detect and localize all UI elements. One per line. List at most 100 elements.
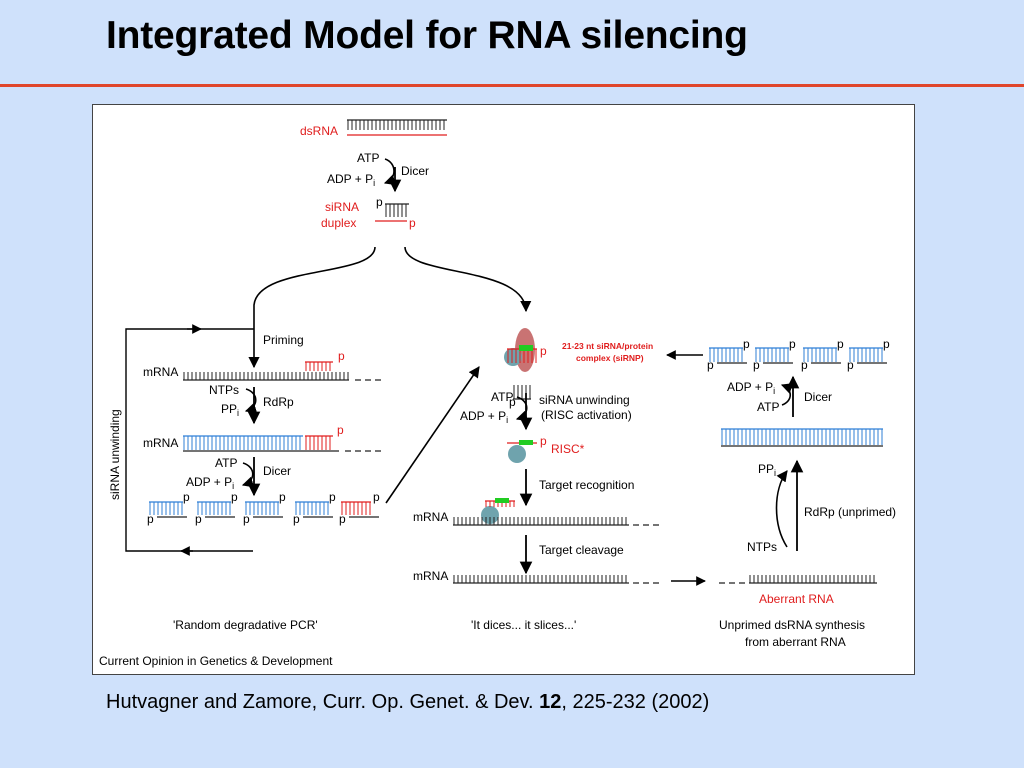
left-sirna-0-p-bottom: p xyxy=(147,512,154,526)
right-sirna-3-top-bases xyxy=(849,348,883,362)
left-dsrna-primer-bases xyxy=(305,436,331,450)
source-credit: Current Opinion in Genetics & Developmen… xyxy=(99,654,333,668)
right-ppi-label: PPi xyxy=(758,462,776,478)
mid-mrna-1-strand-bases xyxy=(453,517,627,525)
mid-unwinding-line2: (RISC activation) xyxy=(541,408,632,422)
left-ntps-label: NTPs xyxy=(209,383,239,397)
left-sirna-3-top-bases xyxy=(295,502,329,515)
risc-strand xyxy=(507,440,537,445)
left-ppi-label: PPi xyxy=(221,402,239,418)
right-sirna-1-p-top: p xyxy=(789,337,796,351)
sirnp-guide-bases xyxy=(507,349,537,363)
sirna-duplex xyxy=(375,203,409,222)
mid-mrna-cleaved xyxy=(453,575,659,584)
right-rdrp-label: RdRp (unprimed) xyxy=(804,505,896,519)
left-sirna-2-top-bases xyxy=(245,502,279,515)
dsrna-top-bases xyxy=(347,120,445,130)
dsrna-ladder xyxy=(347,119,447,136)
right-sirna-0-p-top: p xyxy=(743,337,750,351)
left-mrna-label-2: mRNA xyxy=(143,436,178,450)
mid-mrna-label-2: mRNA xyxy=(413,569,448,583)
sirnp-p-top: p xyxy=(540,344,547,358)
aberrant-rna-strand xyxy=(719,575,877,584)
left-dsrna-product xyxy=(183,435,385,452)
left-sirna-1-top-bases xyxy=(197,502,231,515)
left-primer-bases xyxy=(305,362,331,371)
top-atp-curved-arrow xyxy=(383,158,397,186)
citation-prefix: Hutvagner and Zamore, Curr. Op. Genet. &… xyxy=(106,691,540,713)
sirnp-passenger-bases xyxy=(513,385,531,399)
sirnp-label-line1: 21-23 nt siRNA/protein xyxy=(562,341,653,351)
target-recognition-label: Target recognition xyxy=(539,478,634,492)
left-adp-label: ADP + Pi xyxy=(186,475,234,491)
right-ntps-label: NTPs xyxy=(747,540,777,554)
right-sirna-0-top-bases xyxy=(709,348,743,362)
left-to-middle-arrow xyxy=(385,366,480,504)
diagram-canvas: dsRNA ATP ADP + Pi Dicer p siRNA duplex … xyxy=(99,119,896,668)
top-atp-label: ATP xyxy=(357,151,379,165)
left-atp-curved-arrow xyxy=(241,462,255,488)
top-dicer-label: Dicer xyxy=(401,164,429,178)
left-sirna-0-p-top: p xyxy=(183,490,190,504)
mid-adp-label: ADP + Pi xyxy=(460,409,508,425)
right-sirna-2-top-bases xyxy=(803,348,837,362)
caption-right-line2: from aberrant RNA xyxy=(745,635,846,649)
left-sirna-red-p: p xyxy=(373,490,380,504)
sirnp-p-bottom: p xyxy=(509,395,516,409)
right-sirna-2-p-top: p xyxy=(837,337,844,351)
left-mrna-1-bases xyxy=(183,372,349,380)
sirnp-label-line2: complex (siRNP) xyxy=(576,353,644,363)
left-sirna-1-p-bottom: p xyxy=(195,512,202,526)
duplex-p-top: p xyxy=(376,195,383,209)
risc-p: p xyxy=(540,434,547,448)
top-adp-label: ADP + Pi xyxy=(327,172,375,188)
caption-right-line1: Unprimed dsRNA synthesis xyxy=(719,618,865,632)
left-sirna-2-p-top: p xyxy=(279,490,286,504)
citation-suffix: , 225-232 (2002) xyxy=(561,691,710,713)
right-dicer-label: Dicer xyxy=(804,390,832,404)
right-branch-arrow xyxy=(404,246,532,313)
right-sirna-1-p-bottom: p xyxy=(753,358,760,372)
right-ntps-curved-arrow xyxy=(775,470,788,548)
left-sirna-3-p-top: p xyxy=(329,490,336,504)
left-sirna-red-p-bottom: p xyxy=(339,512,346,526)
left-sirna-3-p-bottom: p xyxy=(293,512,300,526)
duplex-p-bottom: p xyxy=(409,216,416,230)
mid-mrna-label-1: mRNA xyxy=(413,510,448,524)
right-dsrna-new-bases xyxy=(721,429,883,445)
left-mrna-label-1: mRNA xyxy=(143,365,178,379)
slide-title: Integrated Model for RNA silencing xyxy=(106,14,748,57)
left-dicer-label: Dicer xyxy=(263,464,291,478)
risc-label: RISC* xyxy=(551,442,585,456)
citation: Hutvagner and Zamore, Curr. Op. Genet. &… xyxy=(106,691,709,714)
risc-green-marker xyxy=(519,440,533,445)
left-sirna-1-p-top: p xyxy=(231,490,238,504)
left-rdrp-label: RdRp xyxy=(263,395,294,409)
left-dsrna-new-bases xyxy=(183,436,301,450)
right-atp-curved-arrow xyxy=(780,383,794,406)
target-cleavage-label: Target cleavage xyxy=(539,543,624,557)
rna-silencing-diagram: dsRNA ATP ADP + Pi Dicer p siRNA duplex … xyxy=(92,104,915,675)
mid-unwinding-line1: siRNA unwinding xyxy=(539,393,630,407)
priming-label: Priming xyxy=(263,333,304,347)
dsrna-label: dsRNA xyxy=(300,124,338,138)
right-sirna-3-p-bottom: p xyxy=(847,358,854,372)
title-divider xyxy=(0,84,1024,87)
left-atp-label: ATP xyxy=(215,456,237,470)
right-sirna-1-top-bases xyxy=(755,348,789,362)
right-sirna-3-p-top: p xyxy=(883,337,890,351)
left-sirna-0-top-bases xyxy=(149,502,183,515)
aberrant-rna-label: Aberrant RNA xyxy=(759,592,834,606)
target-guide-bases xyxy=(485,501,515,507)
caption-left: 'Random degradative PCR' xyxy=(173,618,318,632)
sirna-label: siRNA xyxy=(325,200,359,214)
left-dsrna-p: p xyxy=(337,423,344,437)
sirna-unwinding-vertical-label: siRNA unwinding xyxy=(108,409,122,500)
right-sirna-0-p-bottom: p xyxy=(707,358,714,372)
mid-atp-label: ATP xyxy=(491,390,513,404)
left-ntps-curved-arrow xyxy=(244,388,258,414)
right-sirna-2-p-bottom: p xyxy=(801,358,808,372)
left-mrna-primed xyxy=(183,361,385,381)
